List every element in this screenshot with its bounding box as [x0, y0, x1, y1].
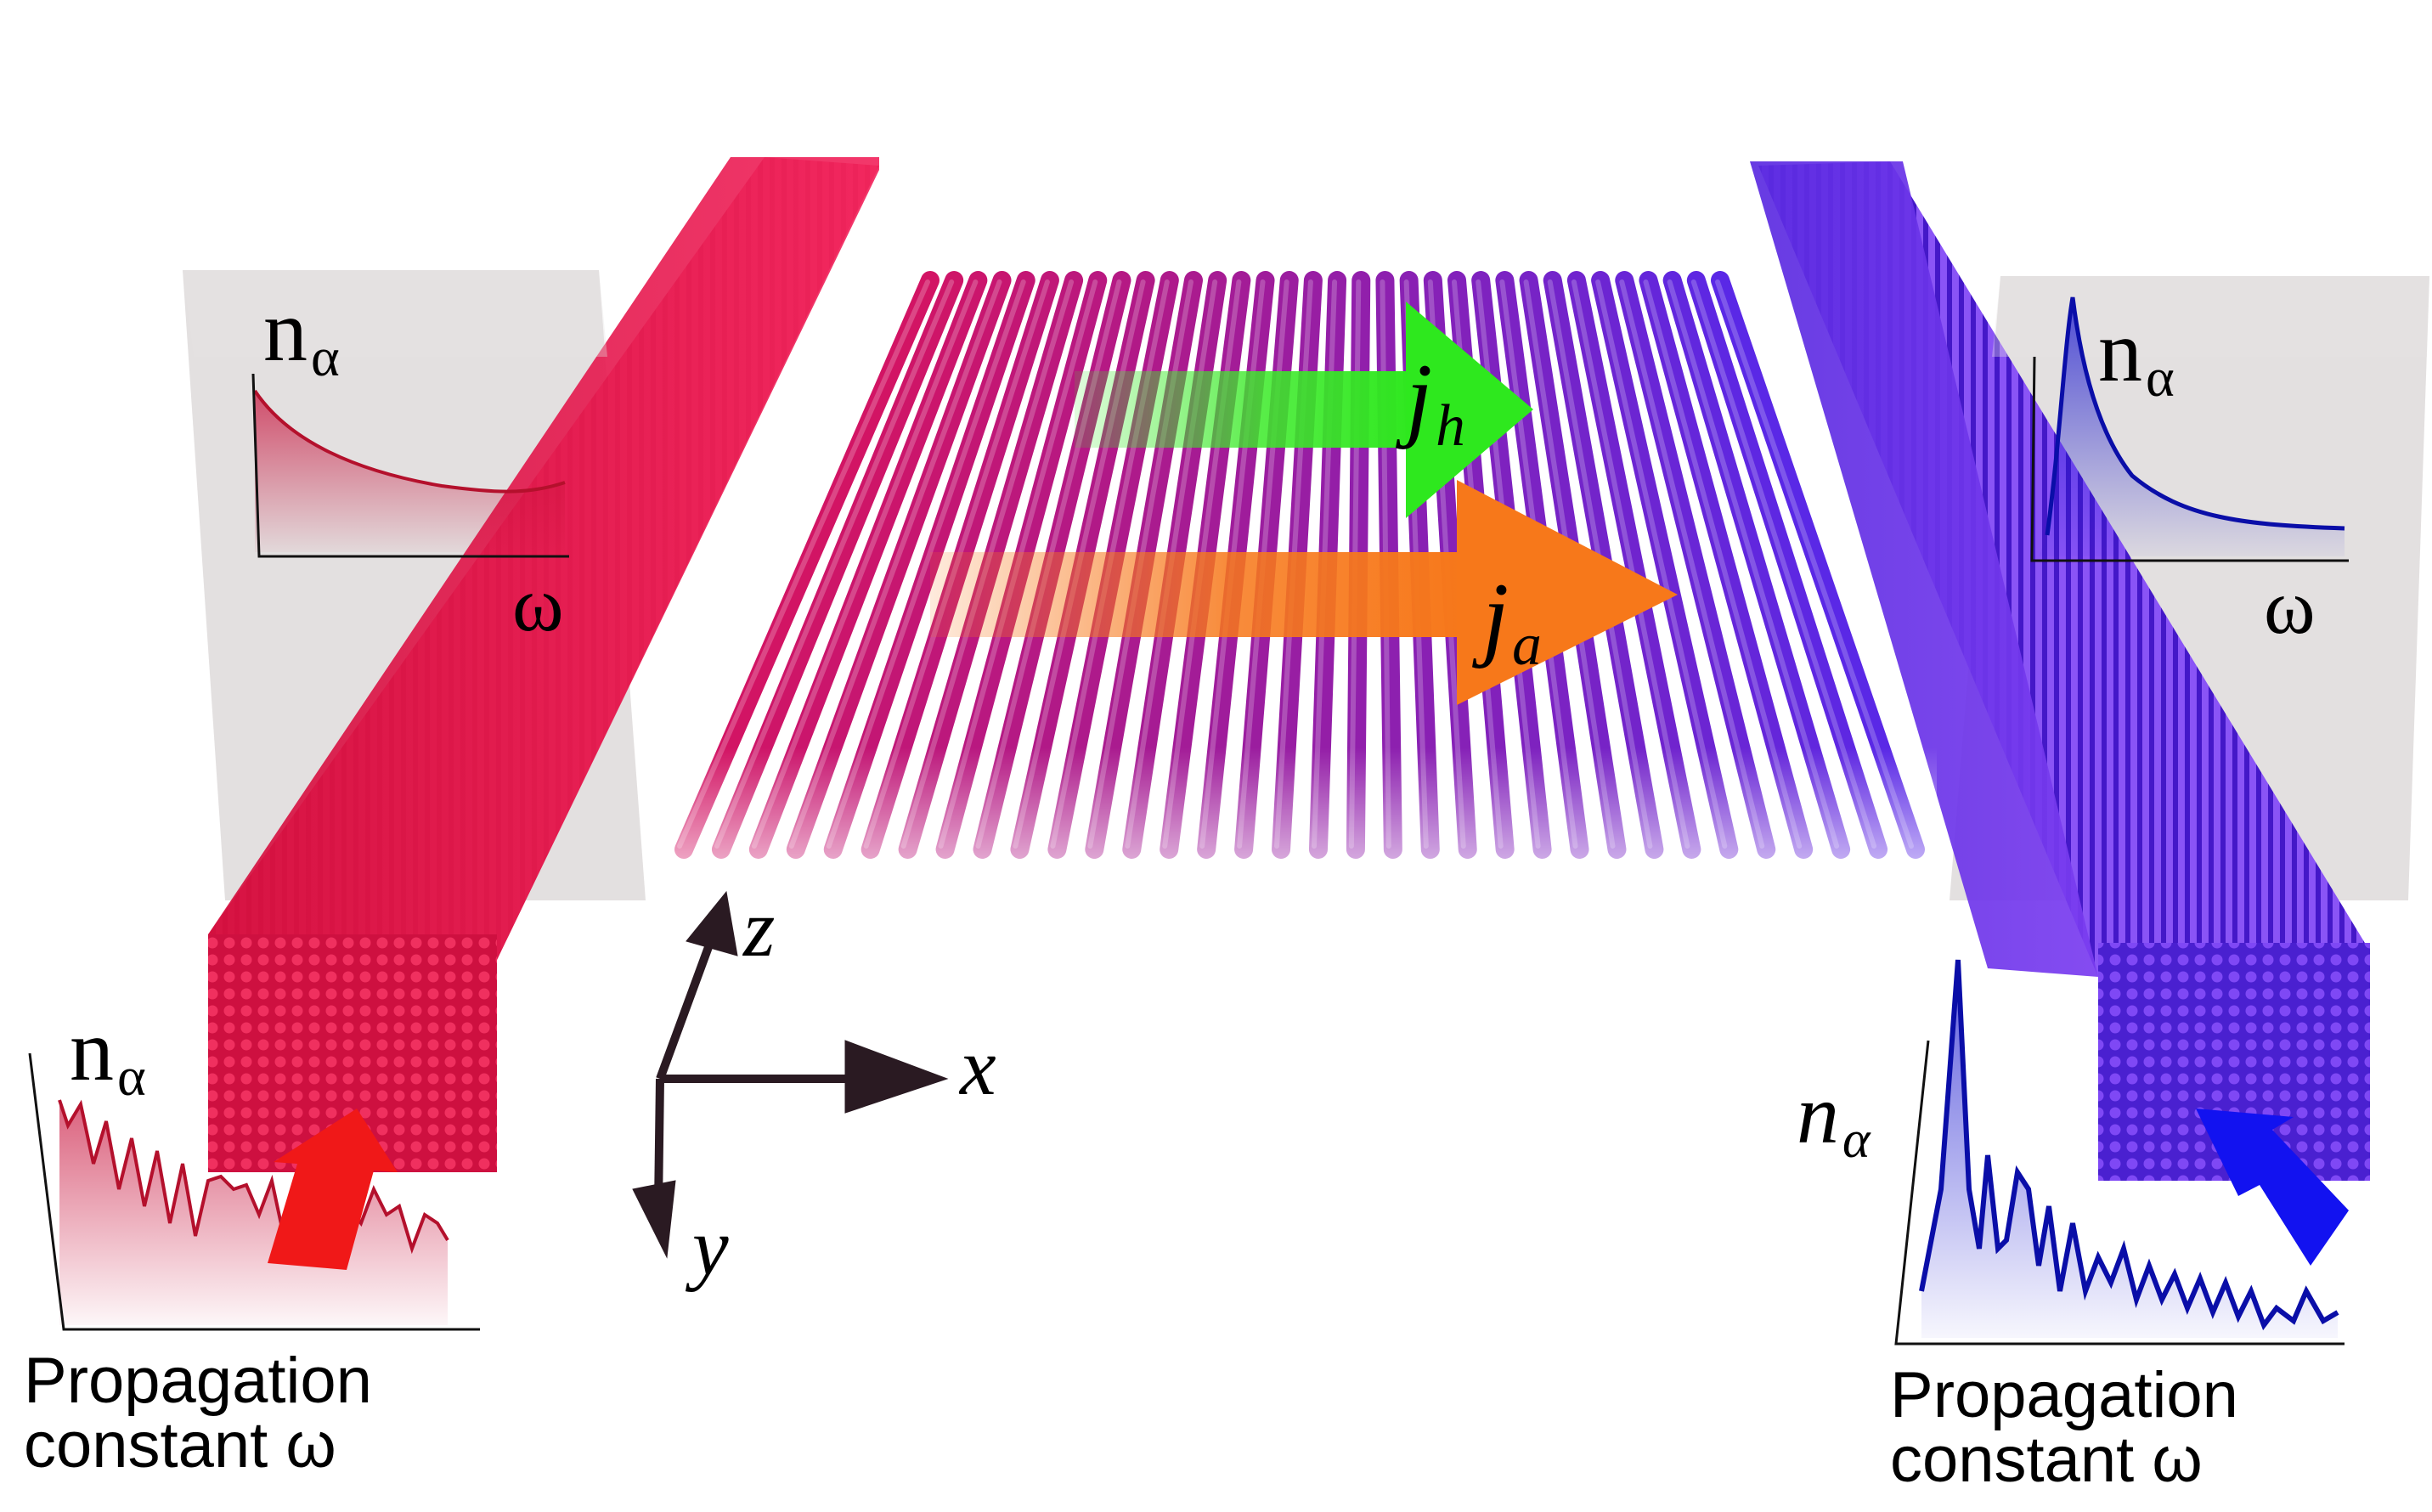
hot-reservoir-top [208, 157, 879, 960]
atom-current-label: ja [1482, 564, 1542, 679]
cold-reservoir-top [1750, 161, 2098, 977]
axis-label-x: x [960, 1021, 996, 1112]
cold-caption: Propagation constant ω [1890, 1359, 2238, 1496]
heat-current-label: jh [1406, 345, 1465, 460]
axis-label-y: y [692, 1201, 729, 1292]
hot-distribution-plot [251, 373, 569, 558]
hot-plot-density-label: nα [263, 282, 340, 388]
coordinate-axes [632, 890, 949, 1259]
hot-plot-omega-label: ω [512, 561, 564, 647]
hot-spectrum-density-label: nα [70, 1001, 146, 1108]
hot-caption: Propagation constant ω [24, 1345, 372, 1481]
cold-spectrum-plot [1894, 959, 2349, 1346]
axis-label-z: z [743, 883, 776, 973]
atom-current-arrow [930, 480, 1678, 705]
cold-plot-omega-label: ω [2264, 563, 2316, 650]
cold-distribution-plot [2030, 296, 2349, 562]
hot-spectrum-plot [28, 1052, 480, 1331]
hot-reservoir [183, 157, 879, 1172]
heat-current-arrow [1075, 302, 1533, 518]
cold-plot-density-label: nα [2098, 302, 2175, 409]
cold-spectrum-density-label: nα [1797, 1067, 1871, 1170]
wire-array-fade [663, 748, 1937, 866]
